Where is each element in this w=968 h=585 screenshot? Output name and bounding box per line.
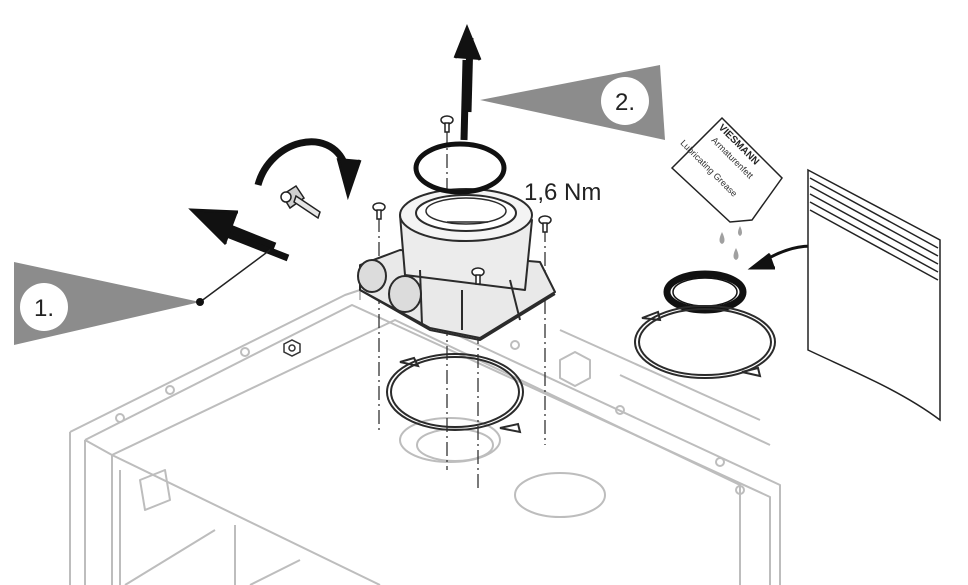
torque-label: 1,6 Nm bbox=[524, 179, 601, 206]
callout-step-1: 1. bbox=[14, 249, 271, 345]
arrow-left-icon bbox=[188, 208, 290, 262]
grease-drops bbox=[719, 226, 742, 260]
bag-icon bbox=[807, 168, 941, 422]
flue-adapter bbox=[357, 188, 556, 341]
nut-icon bbox=[283, 339, 301, 357]
boiler-housing bbox=[69, 289, 781, 585]
lower-ring bbox=[386, 353, 524, 434]
screw-icon bbox=[372, 115, 552, 285]
arrow-up-icon bbox=[453, 23, 482, 141]
step-1-label: 1. bbox=[34, 295, 54, 322]
step-2-label: 2. bbox=[615, 89, 635, 116]
rotate-arrow-icon bbox=[254, 138, 362, 201]
seal-ring-icon bbox=[413, 141, 507, 195]
new-seal-ring bbox=[663, 270, 747, 314]
sensor-icon bbox=[280, 184, 321, 220]
grease-packet-icon: VIESMANN Armaturenfett Lubricating Greas… bbox=[670, 116, 783, 223]
callout-step-2: 2. bbox=[480, 65, 665, 140]
new-retaining-ring bbox=[634, 305, 776, 379]
